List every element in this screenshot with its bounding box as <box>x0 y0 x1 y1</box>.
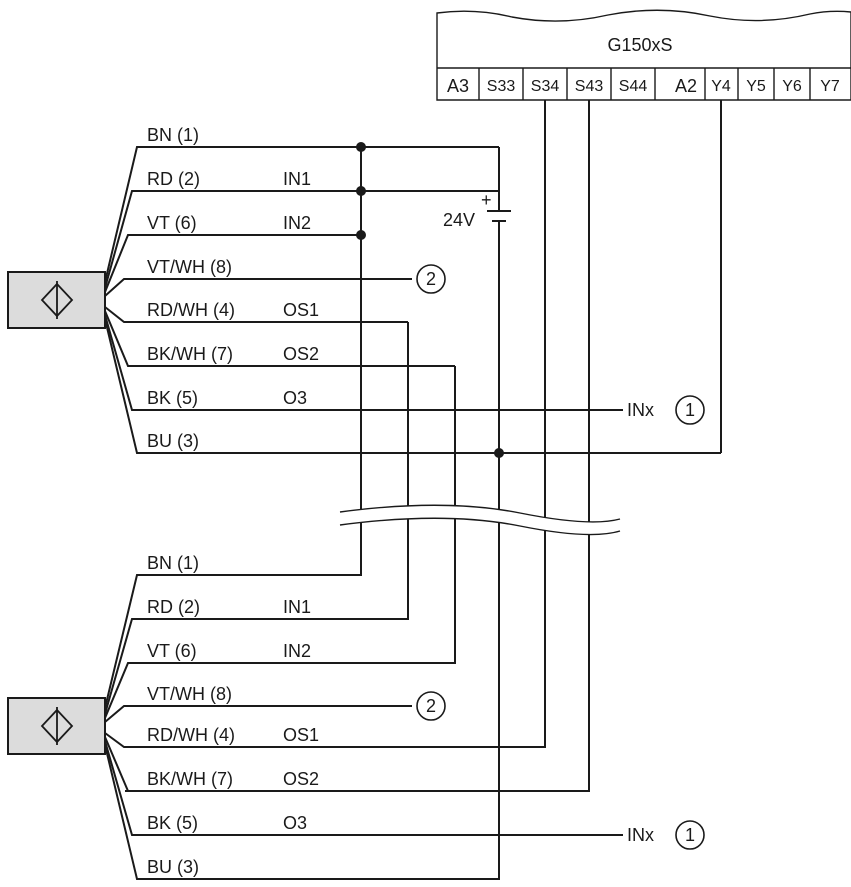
top-wire-label-3: VT (6) <box>147 213 197 233</box>
bottom-signal-in1: IN1 <box>283 597 311 617</box>
supply-symbol: + 24V <box>443 190 511 230</box>
bottom-wire-label-7: BK (5) <box>147 813 198 833</box>
top-note-1: 1 <box>685 400 695 420</box>
top-wire-label-6: BK/WH (7) <box>147 344 233 364</box>
break-mark <box>339 504 621 536</box>
bottom-wire-label-8: BU (3) <box>147 857 199 877</box>
sensor-top-labels: BN (1) RD (2) IN1 VT (6) IN2 VT/WH (8) R… <box>147 125 705 451</box>
top-wire-label-8: BU (3) <box>147 431 199 451</box>
sensor-top <box>7 271 106 329</box>
top-wire-label-5: RD/WH (4) <box>147 300 235 320</box>
top-wire-label-1: BN (1) <box>147 125 199 145</box>
terminal-a2: A2 <box>675 76 697 96</box>
bottom-note-2: 2 <box>426 696 436 716</box>
sensor-bottom <box>7 697 106 755</box>
bottom-wire-label-3: VT (6) <box>147 641 197 661</box>
top-signal-o3: O3 <box>283 388 307 408</box>
terminal-y6: Y6 <box>782 78 802 95</box>
terminal-s34: S34 <box>531 78 560 95</box>
bottom-signal-o3: O3 <box>283 813 307 833</box>
supply-voltage: 24V <box>443 210 475 230</box>
top-signal-os2: OS2 <box>283 344 319 364</box>
top-wire-label-4: VT/WH (8) <box>147 257 232 277</box>
bottom-wire-label-5: RD/WH (4) <box>147 725 235 745</box>
top-signal-in2: IN2 <box>283 213 311 233</box>
terminal-y4: Y4 <box>711 78 731 95</box>
terminal-a3: A3 <box>447 76 469 96</box>
sensor-bottom-labels: BN (1) RD (2) IN1 VT (6) IN2 VT/WH (8) R… <box>147 553 705 877</box>
sensor-top-wires <box>104 146 721 454</box>
wire-bu-bus <box>145 453 500 880</box>
bottom-wire-label-4: VT/WH (8) <box>147 684 232 704</box>
terminal-s33: S33 <box>487 78 516 95</box>
top-wire-label-2: RD (2) <box>147 169 200 189</box>
bottom-wire-label-6: BK/WH (7) <box>147 769 233 789</box>
sensor-bottom-wires <box>104 574 623 880</box>
terminal-s43: S43 <box>575 78 604 95</box>
junctions <box>356 142 504 458</box>
wire-os2-bus <box>145 366 456 664</box>
sensor-bottom-icon <box>40 707 74 745</box>
terminal-y7: Y7 <box>820 78 840 95</box>
controller-block: G150xS A3 S33 S34 S43 S44 A2 Y4 Y5 Y6 Y7 <box>436 9 851 101</box>
supply-plus: + <box>481 190 492 210</box>
wire-bn-bus <box>145 147 362 576</box>
wire-s34 <box>125 100 546 748</box>
bottom-signal-os2: OS2 <box>283 769 319 789</box>
terminal-s44: S44 <box>619 78 648 95</box>
top-signal-os1: OS1 <box>283 300 319 320</box>
top-note-2: 2 <box>426 269 436 289</box>
bottom-note-1: 1 <box>685 825 695 845</box>
top-inx-label: INx <box>627 400 654 420</box>
trunk-lines <box>125 100 722 880</box>
bottom-signal-in2: IN2 <box>283 641 311 661</box>
bottom-inx-label: INx <box>627 825 654 845</box>
controller-title: G150xS <box>607 35 672 55</box>
terminal-y5: Y5 <box>746 78 766 95</box>
top-wire-label-7: BK (5) <box>147 388 198 408</box>
bottom-wire-label-2: RD (2) <box>147 597 200 617</box>
top-signal-in1: IN1 <box>283 169 311 189</box>
bottom-signal-os1: OS1 <box>283 725 319 745</box>
wire-os1-bus <box>145 322 409 620</box>
bottom-wire-label-1: BN (1) <box>147 553 199 573</box>
wire-s43 <box>125 100 590 792</box>
sensor-top-icon <box>40 281 74 319</box>
